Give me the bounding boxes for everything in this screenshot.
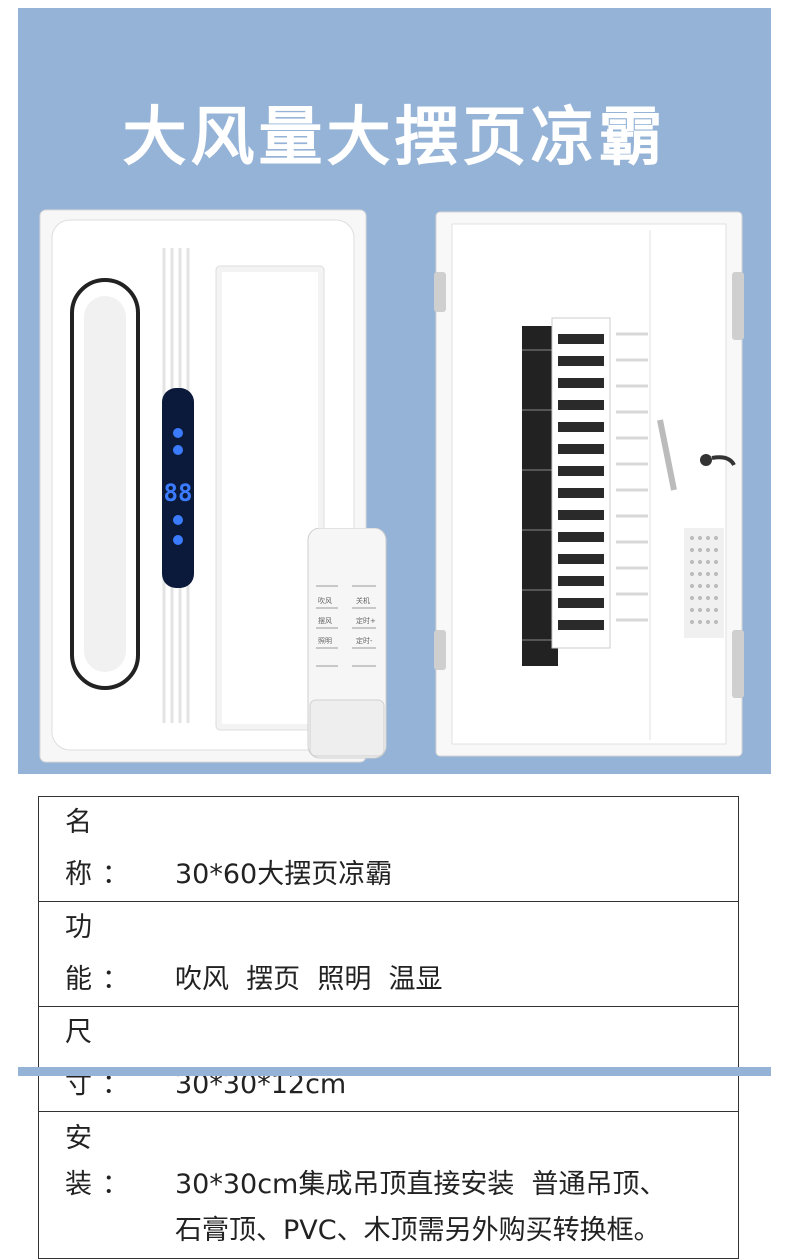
remote-button-swing[interactable]: 摆风 <box>318 616 332 625</box>
remote-button-timer-plus[interactable]: 定时+ <box>356 616 376 625</box>
cooler-front-image: 88 <box>39 209 367 763</box>
remote-button-timer-minus[interactable]: 定时- <box>356 636 373 645</box>
spec-label: 尺 寸： <box>65 1017 139 1100</box>
spec-row-function: 功 能： 吹风 摆页 照明 温显 <box>38 901 739 1007</box>
remote-button-blow[interactable]: 吹风 <box>318 596 332 605</box>
spec-table: 名 称：30*60大摆页凉霸 功 能：吹风 摆页 照明 温显 尺 寸：30*30… <box>38 796 739 1259</box>
spec-value: 吹风 摆页 照明 温显 <box>175 964 443 995</box>
cooler-back-image <box>434 211 744 757</box>
spec-value-line2: 石膏顶、PVC、木顶需另外购买转换框。 <box>175 1215 661 1246</box>
remote-control: 吹风 关机 摆风 定时+ 照明 定时- <box>306 527 388 760</box>
hero-banner: 大风量大摆页凉霸 88 <box>18 8 771 774</box>
remote-button-off[interactable]: 关机 <box>356 596 370 605</box>
temperature-display: 88 <box>164 479 193 507</box>
spec-label: 安 装： <box>65 1123 139 1200</box>
spec-row-install: 安 装： 30*30cm集成吊顶直接安装 普通吊顶、石膏顶、PVC、木顶需另外购买… <box>38 1111 739 1259</box>
remote-button-light[interactable]: 照明 <box>318 637 332 645</box>
bottom-bar <box>18 1067 771 1076</box>
spec-value: 30*30cm集成吊顶直接安装 普通吊顶、 <box>175 1169 667 1200</box>
spec-row-name: 名 称： 30*60大摆页凉霸 <box>38 796 739 902</box>
spec-label: 功 能： <box>65 912 139 995</box>
spec-label: 名 称： <box>65 807 139 890</box>
spec-row-size: 尺 寸：30*30*12cm <box>38 1006 739 1112</box>
page-title: 大风量大摆页凉霸 <box>122 101 667 175</box>
spec-value: 30*60大摆页凉霸 <box>175 859 393 890</box>
